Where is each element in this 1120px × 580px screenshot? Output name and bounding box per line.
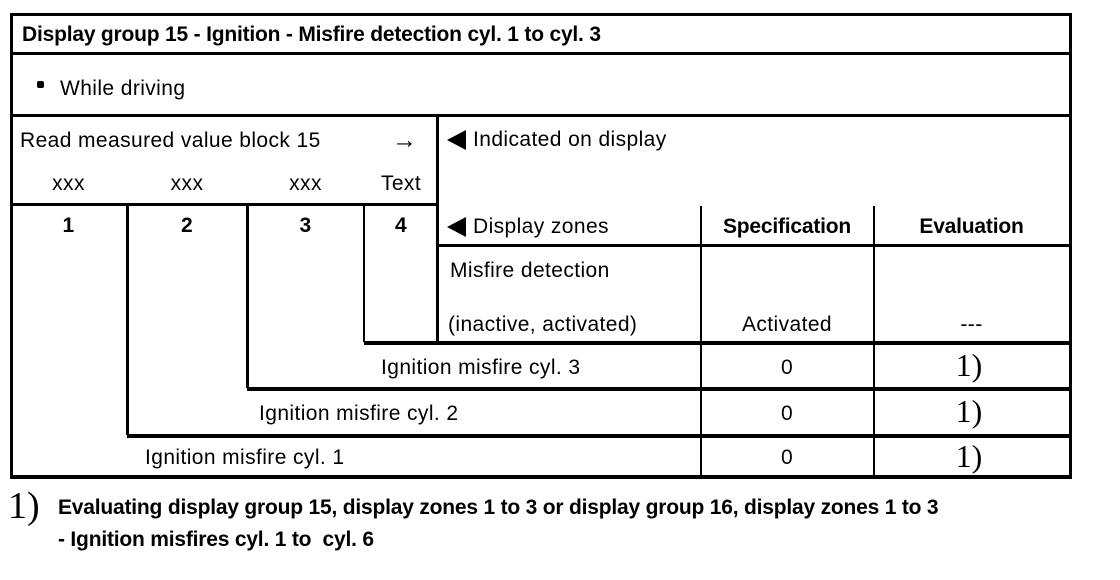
- row-evaluation-footnote-ref: 1): [955, 347, 983, 383]
- table-border-left: [10, 13, 13, 479]
- row-specification: 0: [780, 446, 794, 469]
- left-pointer-icon: [447, 130, 466, 150]
- table-border-bottom: [10, 475, 1072, 479]
- grid-line-col3: [363, 204, 365, 342]
- display-zones-label: Display zones: [473, 215, 609, 238]
- row-name: Ignition misfire cyl. 3: [381, 356, 581, 379]
- zone-number-3: 3: [299, 214, 312, 237]
- grid-line-under-misfire: [364, 341, 1072, 345]
- grid-line-under-xxx: [10, 203, 439, 206]
- footnote-line-2: - Ignition misfires cyl. 1 to cyl. 6: [58, 528, 374, 551]
- row-name: Ignition misfire cyl. 1: [145, 446, 345, 469]
- grid-line-under-cyl3: [247, 387, 1072, 391]
- grid-line-col2: [246, 204, 249, 388]
- zone-number-4: 4: [394, 214, 408, 237]
- footnote-line-1: Evaluating display group 15, display zon…: [58, 496, 939, 519]
- footnote-marker: 1): [8, 485, 40, 527]
- display-cell-3: xxx: [289, 172, 322, 195]
- read-block-label: Read measured value block 15: [20, 129, 321, 152]
- grid-line-spec: [700, 206, 702, 475]
- zone-number-2: 2: [180, 214, 194, 237]
- display-cell-4: Text: [380, 172, 422, 195]
- row-name: Misfire detection: [450, 259, 610, 282]
- grid-line-under-zones: [437, 244, 1072, 247]
- row-specification: 0: [780, 402, 794, 425]
- row-evaluation-footnote-ref: 1): [955, 393, 983, 429]
- row-specification: Activated: [742, 313, 832, 336]
- display-cell-2: xxx: [170, 172, 204, 195]
- page-title: Display group 15 - Ignition - Misfire de…: [22, 23, 601, 46]
- grid-line-col1: [126, 204, 129, 435]
- bullet-icon: [37, 81, 44, 88]
- row-name: Ignition misfire cyl. 2: [259, 402, 459, 425]
- display-cell-1: xxx: [52, 172, 85, 195]
- row-name-line2: (inactive, activated): [448, 313, 638, 336]
- grid-line-under-title: [10, 52, 1072, 55]
- row-specification: 0: [780, 356, 794, 379]
- table-border-top: [10, 13, 1072, 16]
- specification-header: Specification: [722, 215, 852, 238]
- evaluation-header: Evaluation: [919, 215, 1024, 238]
- left-pointer-icon: [447, 217, 466, 237]
- grid-line-col4: [436, 114, 439, 342]
- grid-line-eval: [873, 206, 875, 475]
- row-evaluation-footnote-ref: 1): [955, 438, 983, 474]
- grid-line-under-condition: [10, 114, 1072, 117]
- condition-label: While driving: [60, 77, 186, 100]
- arrow-right-icon: →: [392, 126, 417, 154]
- zone-number-1: 1: [62, 214, 75, 237]
- indicated-on-display-label: Indicated on display: [473, 128, 667, 151]
- grid-line-under-cyl2: [127, 434, 1072, 438]
- row-evaluation: ---: [960, 313, 983, 336]
